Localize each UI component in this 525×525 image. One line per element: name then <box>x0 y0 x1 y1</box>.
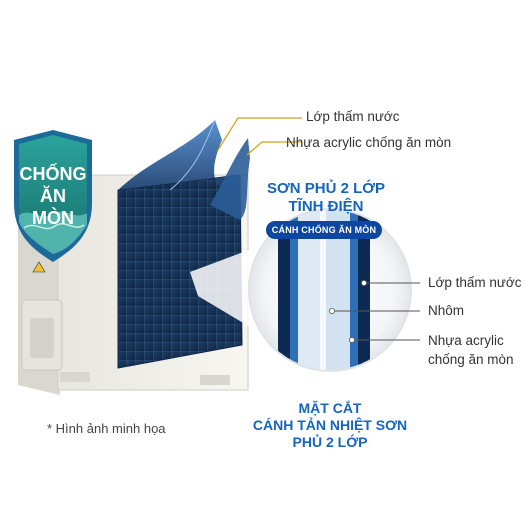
layer-label-waterproof: Lớp thấm nước <box>428 275 522 290</box>
coating-title: SƠN PHỦ 2 LỚP TĨNH ĐIỆN <box>262 180 390 216</box>
coating-layers-peel <box>118 119 250 220</box>
layer-label-acrylic-line-2: chống ăn mòn <box>428 352 514 367</box>
top-callout-lines <box>217 117 302 156</box>
cross-section-lens <box>248 208 412 372</box>
zoom-connector <box>190 245 262 330</box>
coating-title-line-2: TĨNH ĐIỆN <box>288 198 364 215</box>
cross-section-title: MẶT CẮT CÁNH TẢN NHIỆT SƠN PHỦ 2 LỚP <box>240 400 420 450</box>
callout-acrylic-top: Nhựa acrylic chống ăn mòn <box>286 135 452 150</box>
layer-callout-lines <box>328 279 420 343</box>
illustration-footnote: * Hình ảnh minh họa <box>47 421 166 436</box>
layer-label-aluminum: Nhôm <box>428 303 465 318</box>
callout-waterproof-top: Lớp thấm nước <box>306 109 400 124</box>
anti-corrosion-shield <box>14 130 92 262</box>
layer-label-acrylic: Nhựa acrylic chống ăn mòn <box>428 331 514 369</box>
shield-text: CHỐNG ĂN MÒN <box>19 163 87 229</box>
cross-section-line-3: PHỦ 2 LỚP <box>292 433 368 450</box>
anti-corrosion-fin-pill: CÁNH CHỐNG ĂN MÒN <box>266 221 382 239</box>
cross-section-line-2: CÁNH TẢN NHIỆT SƠN <box>252 416 408 433</box>
layer-label-acrylic-line-1: Nhựa acrylic <box>428 333 504 348</box>
shield-line-2: ĂN MÒN <box>32 186 74 228</box>
shield-line-1: CHỐNG <box>19 164 87 184</box>
cross-section-line-1: MẶT CẮT <box>298 400 362 416</box>
coating-title-line-1: SƠN PHỦ 2 LỚP <box>266 180 386 197</box>
